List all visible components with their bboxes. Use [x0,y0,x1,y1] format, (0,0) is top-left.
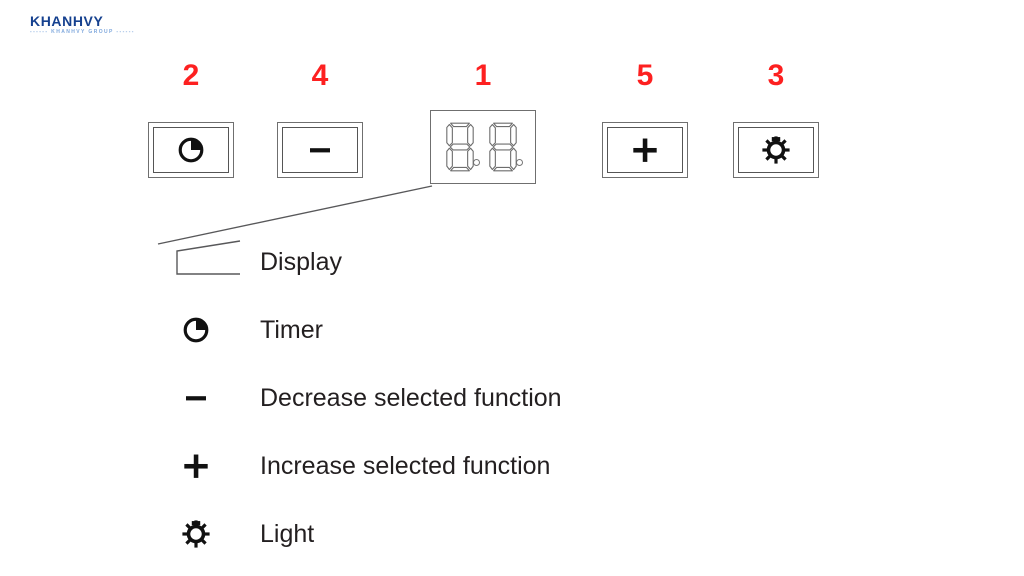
legend-label-light: Light [260,519,315,548]
minus-icon [310,148,330,153]
callout-number-decrease: 4 [311,59,329,92]
legend-symbol-display [170,228,241,296]
callout-number-display: 1 [474,59,492,92]
plus-icon [633,138,657,162]
legend-symbol-decrease [170,364,222,432]
legend-label-timer: Timer [260,315,323,344]
legend-label-increase: Increase selected function [260,451,551,480]
light-button[interactable] [733,122,819,178]
seven-segment-display [430,110,536,184]
legend-label-display: Display [260,247,342,276]
minus-icon [186,396,206,401]
plus-icon [184,454,208,478]
timer-button-face [153,127,229,173]
panel-control-increase[interactable]: 5 [602,60,688,180]
increase-button-face [607,127,683,173]
seven-segment-digit-icon [446,122,474,172]
light-icon [762,136,790,164]
legend-row-display: Display [150,228,770,296]
decrease-button[interactable] [277,122,363,178]
control-panel-row: 2 4 1 [0,0,1024,200]
legend-row-increase: Increase selected function [150,432,770,500]
legend-row-decrease: Decrease selected function [150,364,770,432]
timer-icon [183,317,209,343]
seven-segment-digit-icon [489,122,517,172]
decrease-button-face [282,127,358,173]
timer-icon [178,137,204,163]
legend-row-timer: Timer [150,296,770,364]
legend-list: Display Timer Decrease selected function… [150,228,770,568]
display-callout-box-icon [176,240,241,275]
panel-control-decrease[interactable]: 4 [277,60,363,180]
callout-number-light: 3 [767,59,785,92]
increase-button[interactable] [602,122,688,178]
legend-symbol-light [170,500,222,568]
legend-label-decrease: Decrease selected function [260,383,562,412]
legend-symbol-timer [170,296,222,364]
timer-button[interactable] [148,122,234,178]
display-digit-2 [486,120,523,174]
light-icon [182,520,210,548]
light-button-face [738,127,814,173]
display-digit-1 [443,120,480,174]
panel-control-timer[interactable]: 2 [148,60,234,180]
brand-logo-wordmark: KHANHVY [30,13,104,29]
callout-number-increase: 5 [636,59,654,92]
brand-logo: KHANHVY ------ KHANHVY GROUP ------ [30,14,150,44]
panel-control-light[interactable]: 3 [733,60,819,180]
callout-number-timer: 2 [182,59,200,92]
panel-control-display: 1 [430,60,536,200]
legend-row-light: Light [150,500,770,568]
brand-logo-subtitle: ------ KHANHVY GROUP ------ [30,29,135,35]
legend-symbol-increase [170,432,222,500]
